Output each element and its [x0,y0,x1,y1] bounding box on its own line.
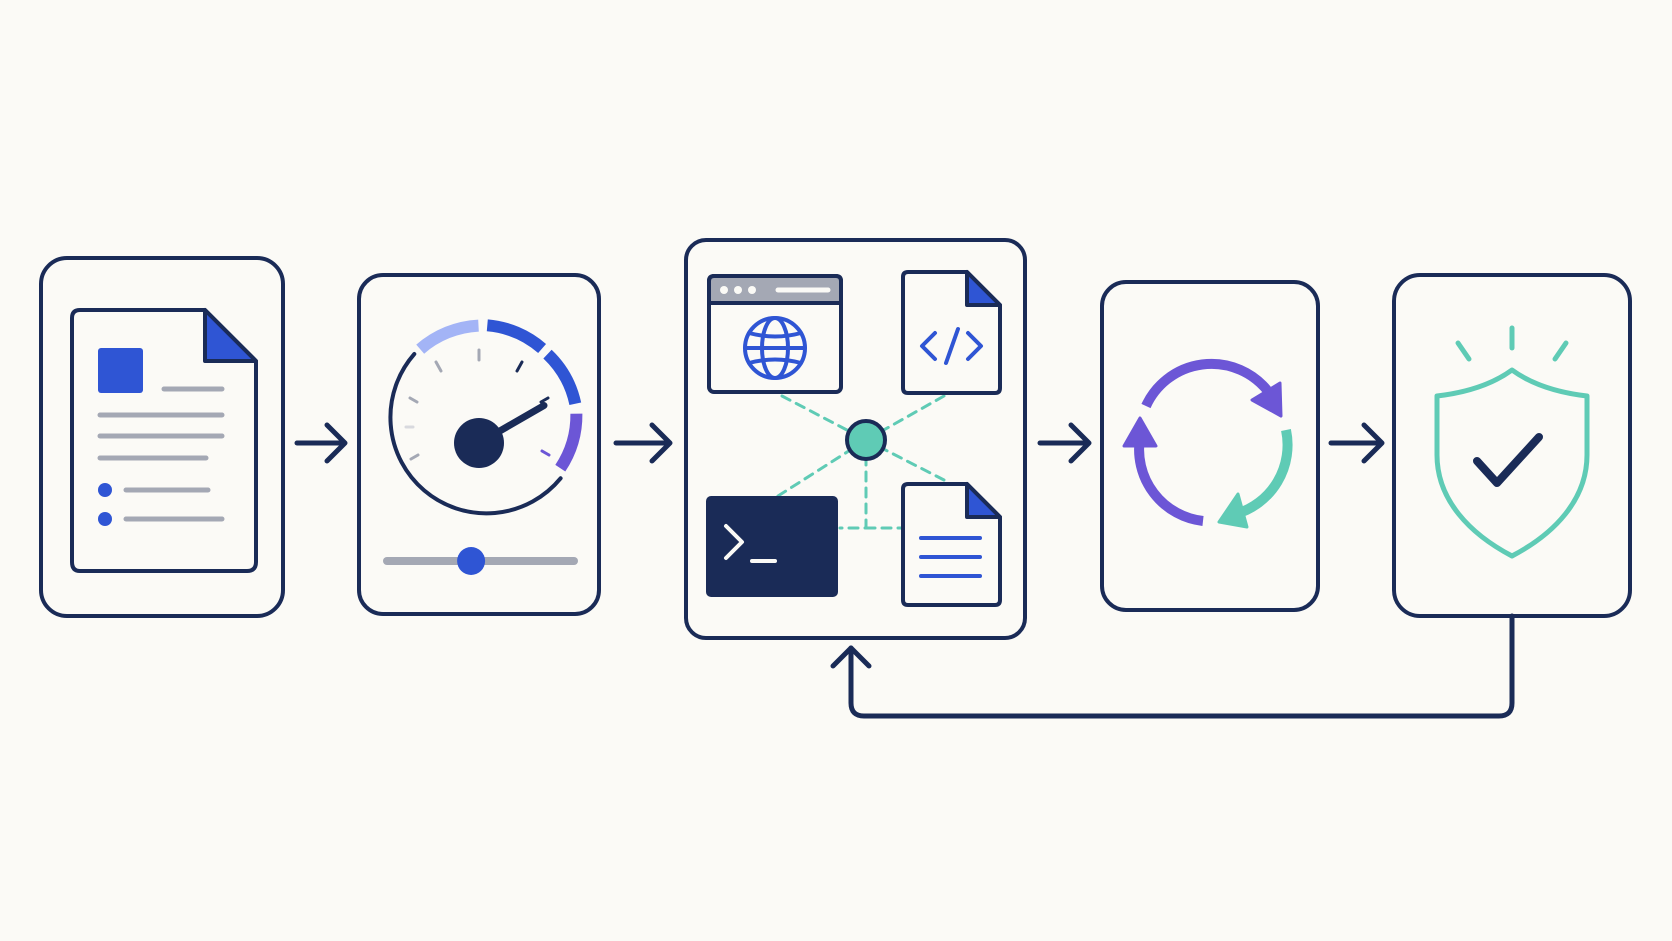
refresh-arc-left [1134,437,1204,526]
gauge-slider-knob [457,547,486,575]
gauge-arc-blue [486,319,547,354]
feedback-loop-arrow [830,613,1515,719]
arrow-2-to-3 [613,422,673,464]
document-fold [203,308,258,363]
speedometer-gauge-icon [383,319,583,575]
terminal-prompt-icon [724,524,777,563]
hub-node [845,419,887,461]
gauge-dial [388,352,563,516]
shield-check-icon [1434,325,1590,559]
refresh-cycle-icon [1122,358,1293,529]
terminal-window [706,496,838,597]
text-file-fold [965,482,1002,519]
shield-checkmark [1473,433,1543,487]
gauge-arc-light [416,319,479,354]
browser-window [707,274,843,394]
globe-icon [743,316,807,380]
refresh-arrowhead-right [1217,492,1249,529]
browser-title-bar [707,274,843,305]
browser-dot [720,286,728,294]
refresh-arrowhead-top [1250,381,1283,418]
gauge-arc-purple [555,413,583,472]
refresh-arrowhead-left [1122,416,1158,448]
refresh-arc-right [1234,428,1293,519]
arrow-3-to-4 [1037,422,1092,464]
arrow-4-to-5 [1328,422,1385,464]
shield-sparkles [1455,325,1569,362]
text-file [901,482,1002,607]
browser-dot [748,286,756,294]
stage-4-frame [1100,280,1320,612]
gauge-arc-mid [543,349,582,406]
arrow-1-to-2 [294,422,348,464]
gauge-ticks [404,348,551,461]
document-icon [70,308,258,573]
code-brackets-icon [920,327,983,365]
stage-3-tools-hub [684,238,1027,640]
text-file-lines [919,536,982,578]
stage-4-refresh [1100,280,1320,612]
gauge-hub [454,418,504,468]
stage-5-shield [1392,273,1632,618]
code-file [901,270,1002,395]
browser-dot [734,286,742,294]
shield-outline [1434,367,1590,559]
stage-2-gauge [357,273,601,616]
refresh-arc-top [1141,358,1271,409]
tools-hub-icon [706,270,1002,607]
document-image-block [98,348,143,393]
document-bullet [98,512,112,526]
code-file-fold [965,270,1002,307]
stage-1-document [39,256,285,618]
document-text-lines [97,386,225,522]
document-bullet [98,483,112,497]
